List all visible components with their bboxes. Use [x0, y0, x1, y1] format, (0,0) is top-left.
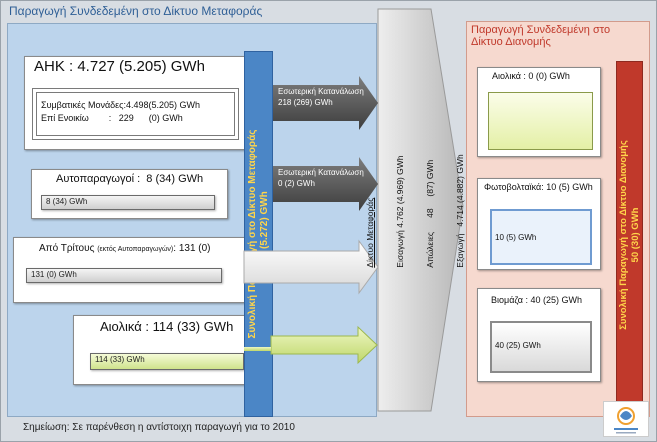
total-distribution-label: Συνολική Παραγωγή στο Δίκτυο Διανομής 50…	[618, 140, 642, 330]
logo	[603, 401, 649, 437]
network-label-area: Δίκτυο Μεταφοράς Εισαγωγή 4.762 (4.969) …	[365, 131, 465, 291]
biomass-value: 40 (25) GWh	[495, 341, 541, 350]
wind-transmission-bar: 114 (33) GWh	[90, 353, 244, 370]
ahk-conventional: Συμβατικές Μονάδες:4.498(5.205) GWh	[41, 100, 201, 110]
network-export: Εξαγωγή 4.714 (4.882) GWh	[455, 154, 465, 268]
ahk-detail-box: Συμβατικές Μονάδες:4.498(5.205) GWh Επί …	[32, 88, 239, 140]
biomass-title: Βιομάζα : 40 (25) GWh	[491, 295, 582, 305]
internal-consumption-arrow-2	[273, 157, 378, 211]
third-parties-title: Από Τρίτους (εκτός Αυτοπαραγωγών): 131 (…	[39, 243, 211, 254]
third-parties-title-main: Από Τρίτους	[39, 243, 98, 254]
footnote: Σημείωση: Σε παρένθεση η αντίστοιχη παρα…	[23, 422, 295, 433]
wind-transmission-box: Αιολικά : 114 (33) GWh 114 (33) GWh	[73, 315, 245, 385]
wind-arrow-stub	[244, 347, 271, 351]
internal-consumption-1-line1: Εσωτερική Κατανάλωση	[278, 87, 364, 96]
autoproducers-bar: 8 (34) GWh	[41, 195, 215, 210]
internal-consumption-1-label: Εσωτερική Κατανάλωση 218 (269) GWh	[278, 86, 364, 108]
distribution-panel-title: Παραγωγή Συνδεδεμένη στο Δίκτυο Διανομής	[471, 24, 611, 48]
internal-consumption-2-line2: 0 (2) GWh	[278, 179, 315, 188]
network-title: Δίκτυο Μεταφοράς	[365, 197, 375, 268]
network-import: Εισαγωγή 4.762 (4.969) GWh	[395, 155, 405, 268]
third-parties-arrow	[243, 239, 379, 295]
autoproducers-box: Αυτοπαραγωγοί : 8 (34) GWh 8 (34) GWh	[31, 169, 228, 219]
internal-consumption-1-line2: 218 (269) GWh	[278, 98, 333, 107]
ahk-detail-inner: Συμβατικές Μονάδες:4.498(5.205) GWh Επί …	[36, 92, 235, 136]
wind-distribution-box: Αιολικά : 0 (0) GWh	[477, 67, 601, 157]
biomass-panel: 40 (25) GWh	[490, 321, 592, 373]
third-parties-title-value: : 131 (0)	[173, 243, 211, 254]
pv-panel: 10 (5) GWh	[490, 209, 592, 265]
wind-distribution-panel	[488, 92, 593, 150]
internal-consumption-2-line1: Εσωτερική Κατανάλωση	[278, 168, 364, 177]
third-parties-title-note: (εκτός Αυτοπαραγωγών)	[97, 246, 174, 253]
transmission-panel-title: Παραγωγή Συνδεδεμένη στο Δίκτυο Μεταφορά…	[9, 4, 263, 18]
autoproducers-title: Αυτοπαραγωγοί : 8 (34) GWh	[56, 173, 204, 185]
ahk-leased: Επί Ενοικίω : 229 (0) GWh	[41, 113, 183, 123]
total-transmission-bar: Συνολική Παραγωγή στο Δίκτυο Μεταφοράς 4…	[244, 51, 273, 417]
ahk-title: ΑΗΚ : 4.727 (5.205) GWh	[34, 58, 205, 75]
internal-consumption-2-label: Εσωτερική Κατανάλωση 0 (2) GWh	[278, 167, 364, 189]
wind-arrow	[270, 325, 378, 365]
total-distribution-bar: Συνολική Παραγωγή στο Δίκτυο Διανομής 50…	[616, 61, 643, 408]
pv-box: Φωτοβολταϊκά: 10 (5) GWh 10 (5) GWh	[477, 178, 601, 270]
ahk-box: ΑΗΚ : 4.727 (5.205) GWh Συμβατικές Μονάδ…	[24, 56, 246, 150]
third-parties-box: Από Τρίτους (εκτός Αυτοπαραγωγών): 131 (…	[13, 237, 245, 303]
logo-icon	[614, 407, 638, 434]
total-distribution-line1: Συνολική Παραγωγή στο Δίκτυο Διανομής	[617, 139, 629, 330]
internal-consumption-arrow-1	[273, 76, 378, 130]
pv-value: 10 (5) GWh	[495, 233, 537, 242]
network-losses: Απώλειες 48 (87) GWh	[425, 159, 435, 268]
total-distribution-line2: 50 (30) GWh	[629, 207, 641, 262]
transmission-network-arrow	[377, 8, 464, 412]
pv-title: Φωτοβολταϊκά: 10 (5) GWh	[484, 182, 593, 192]
biomass-box: Βιομάζα : 40 (25) GWh 40 (25) GWh	[477, 288, 601, 382]
third-parties-bar: 131 (0) GWh	[26, 268, 222, 283]
network-label: Δίκτυο Μεταφοράς Εισαγωγή 4.762 (4.969) …	[345, 154, 485, 267]
wind-transmission-title: Αιολικά : 114 (33) GWh	[100, 319, 234, 334]
wind-distribution-title: Αιολικά : 0 (0) GWh	[492, 71, 570, 81]
